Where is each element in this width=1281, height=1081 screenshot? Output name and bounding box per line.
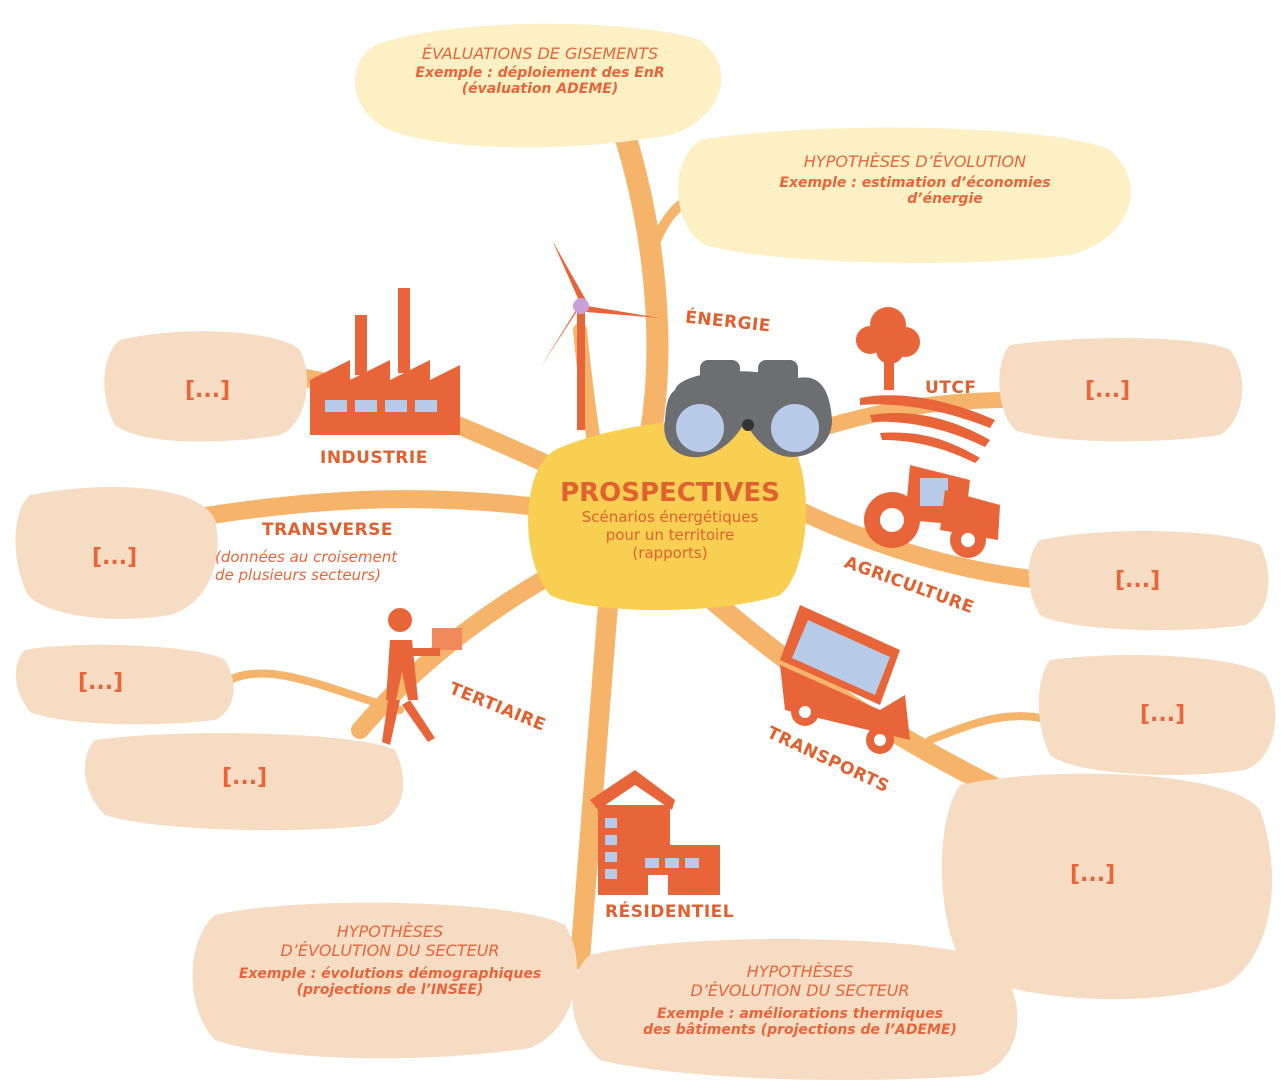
bubble-transverse: [15, 487, 218, 619]
binoculars-icon: [664, 360, 832, 458]
placeholder-tertiaire-top: [...]: [78, 670, 124, 695]
secteur-right-line4: des bâtiments (projections de l’ADEME): [643, 1022, 957, 1038]
center-text: PROSPECTIVES Scénarios énergétiques pour…: [540, 478, 800, 562]
branch-tertiaire-sub: [226, 669, 404, 714]
secteur-left-line2: D’ÉVOLUTION DU SECTEUR: [280, 941, 500, 960]
hypotheses-evolution-text: HYPOTHÈSES D’ÉVOLUTION Exemple : estimat…: [705, 152, 1125, 207]
branch-residentiel: [570, 570, 620, 970]
label-transverse-sub: (données au croisement de plusieurs sect…: [215, 548, 425, 584]
secteur-left-line4: (projections de l’INSEE): [296, 982, 484, 998]
bubble-utcf: [999, 338, 1243, 442]
secteur-left-line3: Exemple : évolutions démographiques: [238, 966, 542, 982]
branch-transverse: [171, 490, 569, 529]
center-line2: pour un territoire: [605, 526, 735, 544]
label-utcf: UTCF: [925, 378, 977, 398]
center-bubble: [528, 419, 807, 610]
gisements-line2: (évaluation ADEME): [461, 81, 619, 97]
center-line3: (rapports): [632, 544, 708, 562]
bubble-transports-top: [1038, 655, 1276, 775]
label-industrie: INDUSTRIE: [320, 448, 428, 468]
label-transverse: TRANSVERSE: [262, 520, 394, 540]
tractor-icon: [864, 465, 1000, 558]
bubble-agriculture: [1028, 530, 1269, 631]
gisements-title: ÉVALUATIONS DE GISEMENTS: [421, 44, 659, 63]
center-line1: Scénarios énergétiques: [581, 508, 759, 526]
hypotheses-evolution-title: HYPOTHÈSES D’ÉVOLUTION: [803, 152, 1027, 171]
bubble-secteur-right: [572, 938, 1018, 1080]
wind-turbine-icon: [540, 240, 660, 430]
placeholder-transports-top: [...]: [1140, 702, 1186, 727]
placeholder-transverse: [...]: [92, 545, 138, 570]
delivery-person-icon: [382, 608, 462, 745]
secteur-right-line2: D’ÉVOLUTION DU SECTEUR: [690, 981, 910, 1000]
truck-icon: [780, 605, 910, 754]
bubble-tertiaire-bottom: [84, 733, 404, 831]
secteur-right-text: HYPOTHÈSES D’ÉVOLUTION DU SECTEUR Exempl…: [600, 962, 1000, 1038]
transverse-sub2: de plusieurs secteurs): [215, 566, 381, 584]
placeholder-agriculture: [...]: [1115, 568, 1161, 593]
gisements-line1: Exemple : déploiement des EnR: [415, 65, 665, 81]
bubble-secteur-left: [192, 902, 578, 1059]
house-building-icon: [590, 770, 720, 895]
hypotheses-evolution-line1: Exemple : estimation d’économies: [779, 175, 1051, 191]
bubble-gisements: [354, 23, 722, 148]
bubbles: [15, 23, 1276, 1080]
hypotheses-evolution-line2: d’énergie: [907, 191, 983, 207]
placeholder-tertiaire-bottom: [...]: [222, 765, 268, 790]
bubble-transports-bottom: [941, 773, 1273, 1000]
placeholder-utcf: [...]: [1085, 378, 1131, 403]
label-residentiel: RÉSIDENTIEL: [605, 902, 735, 922]
branch-transports-sub: [926, 712, 1054, 744]
placeholder-industrie: [...]: [185, 378, 231, 403]
gisements-text: ÉVALUATIONS DE GISEMENTS Exemple : déplo…: [360, 44, 720, 97]
tree-icon: [856, 307, 995, 463]
center-title: PROSPECTIVES: [560, 478, 780, 508]
secteur-left-text: HYPOTHÈSES D’ÉVOLUTION DU SECTEUR Exempl…: [200, 922, 580, 998]
transverse-sub1: (données au croisement: [215, 548, 398, 566]
secteur-right-line3: Exemple : améliorations thermiques: [657, 1006, 943, 1022]
bubble-industrie: [104, 331, 308, 442]
factory-icon: [310, 288, 460, 435]
secteur-right-line1: HYPOTHÈSES: [746, 962, 854, 981]
bubble-tertiaire-top: [15, 644, 234, 725]
placeholder-transports-bottom: [...]: [1070, 862, 1116, 887]
bubble-hypotheses-evolution: [678, 127, 1131, 263]
secteur-left-line1: HYPOTHÈSES: [336, 922, 444, 941]
